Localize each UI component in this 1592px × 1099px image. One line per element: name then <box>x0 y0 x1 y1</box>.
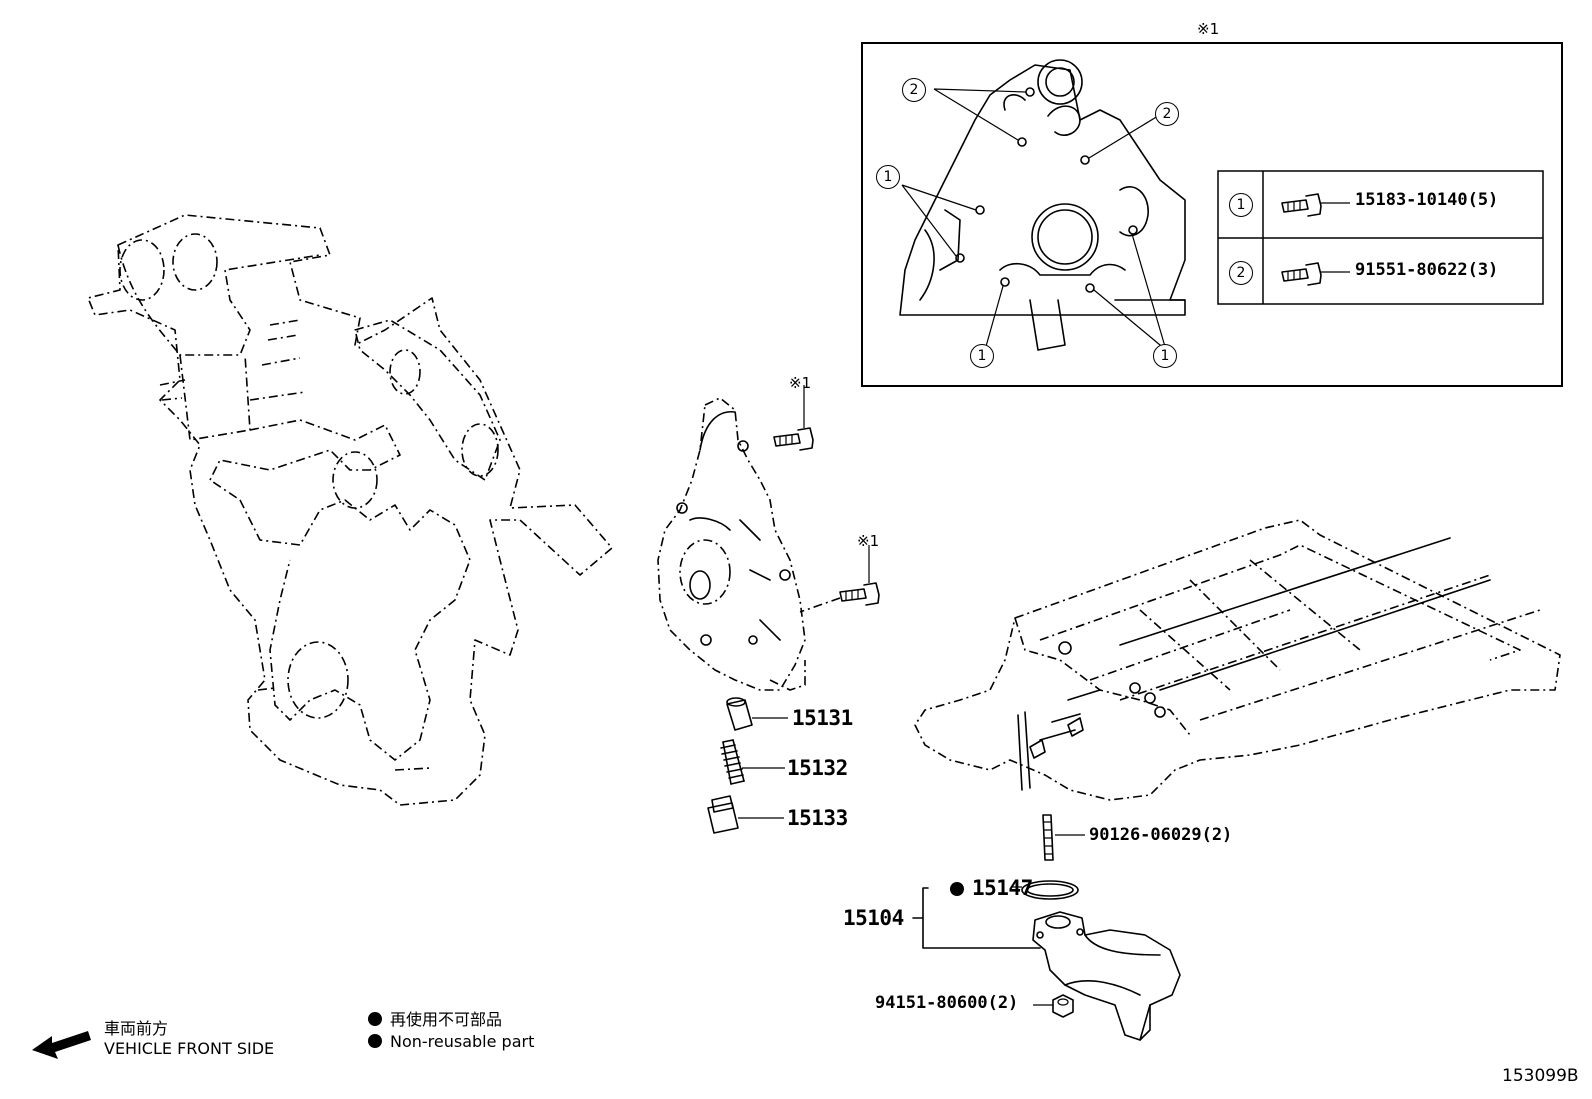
inset-callout-1c: 1 <box>1153 344 1177 368</box>
part-label-15147: 15147 <box>950 876 1033 900</box>
legend-num-1: 1 <box>1229 193 1253 217</box>
inset-mark: ※1 <box>1197 20 1220 38</box>
part-label-15104: 15104 <box>843 906 904 930</box>
assembly-bracket <box>912 887 1041 949</box>
inset-callout-2a: 2 <box>902 78 926 102</box>
oil-strainer-drawing <box>1032 911 1181 1041</box>
oil-pump-drawing <box>657 397 806 691</box>
inset-pump-drawing <box>899 59 1186 351</box>
inset-callout-1b: 1 <box>970 344 994 368</box>
part-label-90126: 90126-06029(2) <box>1089 825 1233 845</box>
bolt-upper-drawing <box>773 385 814 451</box>
legend-num-2: 2 <box>1229 261 1253 285</box>
arrow-left-icon <box>32 1031 91 1059</box>
part-label-15133: 15133 <box>787 806 848 830</box>
inset-legend-table <box>1217 170 1544 305</box>
oil-pan-drawing <box>914 519 1561 801</box>
legend-dot-icon <box>368 1034 382 1048</box>
legend-part-1: 15183-10140(5) <box>1355 190 1499 210</box>
direction-label-en: VEHICLE FRONT SIDE <box>104 1039 275 1058</box>
part-label-15132: 15132 <box>787 756 848 780</box>
inset-frame <box>861 42 1563 387</box>
legend-part-2: 91551-80622(3) <box>1355 260 1499 280</box>
timing-cover-drawing <box>87 214 613 806</box>
legend-nonreusable-en: Non-reusable part <box>368 1032 534 1051</box>
inset-callout-1a: 1 <box>876 165 900 189</box>
inset-leader-lines <box>901 88 1167 351</box>
figure-id: 153099B <box>1502 1066 1579 1086</box>
o-ring-drawing <box>1012 880 1079 900</box>
inset-callout-2b: 2 <box>1155 102 1179 126</box>
bolt-mark-lower: ※1 <box>857 532 880 550</box>
part-label-94151: 94151-80600(2) <box>875 993 1019 1013</box>
stud-bolt-drawing <box>1042 814 1085 861</box>
part-label-15131: 15131 <box>792 706 853 730</box>
nut-drawing <box>1033 994 1074 1018</box>
non-reusable-dot-icon <box>950 882 964 896</box>
direction-label-jp: 車両前方 <box>104 1019 169 1038</box>
bolt-mark-upper: ※1 <box>789 374 812 392</box>
legend-nonreusable-jp: 再使用不可部品 <box>368 1006 502 1030</box>
bolt-lower-drawing <box>799 545 880 613</box>
relief-valve-drawing <box>707 697 788 834</box>
legend-dot-icon <box>368 1012 382 1026</box>
